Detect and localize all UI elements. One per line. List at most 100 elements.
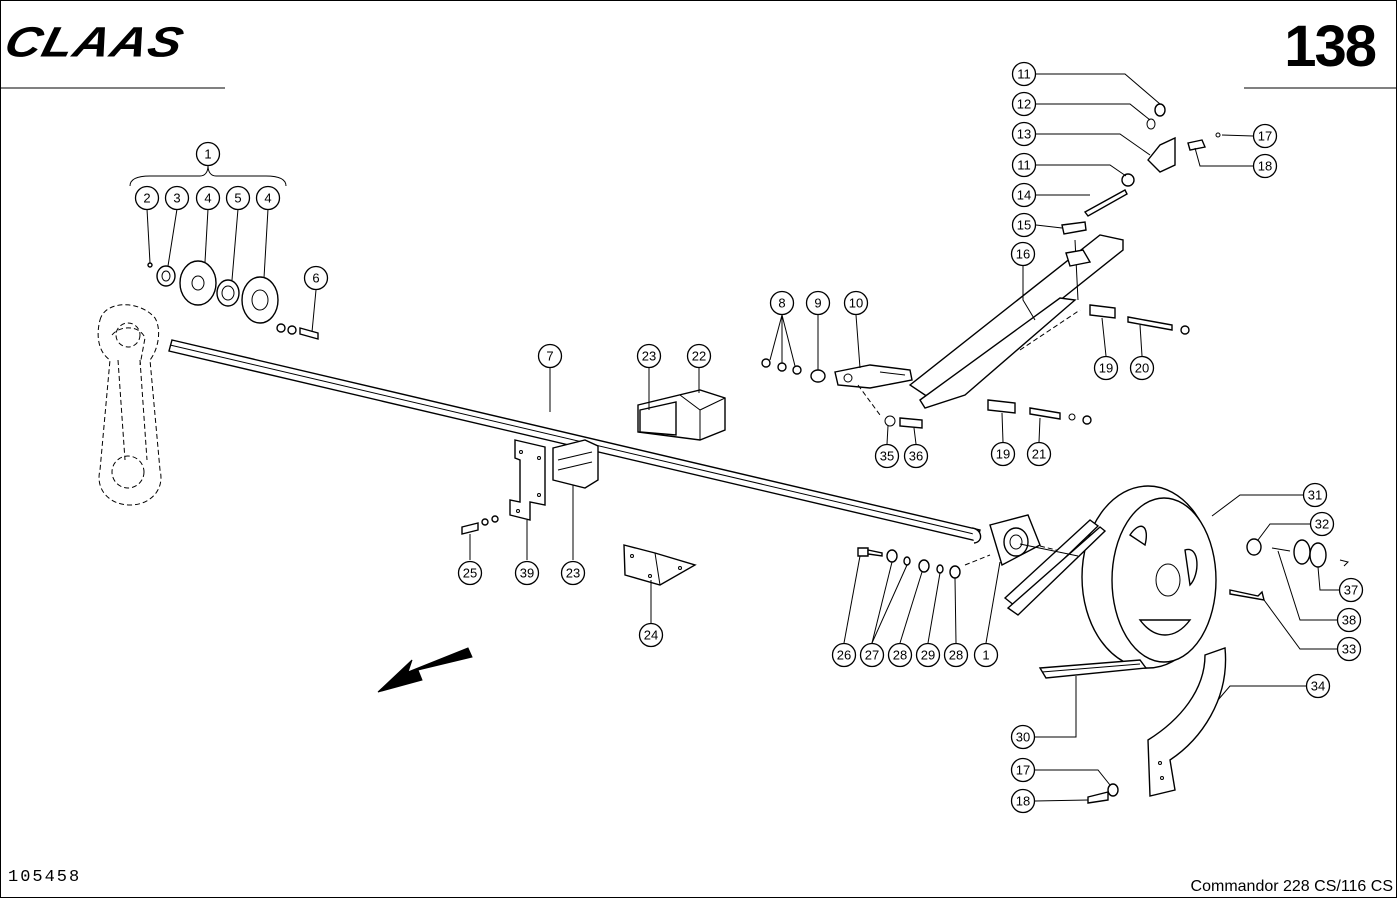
callout-39: 39 (514, 560, 540, 586)
direction-arrow (377, 647, 473, 693)
svg-text:6: 6 (312, 271, 319, 286)
callout-28-b: 28 (943, 642, 969, 668)
callout-24: 24 (638, 622, 664, 648)
callout-23-bottom: 23 (560, 560, 586, 586)
svg-text:26: 26 (837, 648, 851, 663)
svg-text:1: 1 (204, 147, 211, 162)
callout-17-bottom: 17 (1010, 757, 1036, 783)
callout-20: 20 (1129, 355, 1155, 381)
callout-1-bottom: 1 (973, 642, 999, 668)
callout-4-b: 4 (255, 185, 281, 211)
svg-text:17: 17 (1258, 129, 1272, 144)
svg-text:23: 23 (566, 566, 580, 581)
bracket-39 (461, 439, 546, 535)
svg-text:8: 8 (778, 296, 785, 311)
svg-text:13: 13 (1017, 127, 1031, 142)
svg-text:7: 7 (546, 349, 553, 364)
callout-16: 16 (1010, 241, 1036, 267)
callout-13: 13 (1011, 121, 1037, 147)
svg-text:17: 17 (1016, 763, 1030, 778)
callout-12: 12 (1011, 91, 1037, 117)
svg-text:5: 5 (234, 191, 241, 206)
callout-18-bottom: 18 (1010, 788, 1036, 814)
callout-1-top: 1 (195, 141, 221, 167)
callout-9: 9 (805, 290, 831, 316)
svg-text:33: 33 (1342, 642, 1356, 657)
callout-36: 36 (903, 443, 929, 469)
svg-text:9: 9 (814, 296, 821, 311)
svg-text:22: 22 (692, 349, 706, 364)
callout-19-b: 19 (990, 441, 1016, 467)
callout-14: 14 (1011, 182, 1037, 208)
callout-34: 34 (1305, 673, 1331, 699)
callout-38: 38 (1336, 607, 1362, 633)
callout-23-top: 23 (636, 343, 662, 369)
callout-33: 33 (1336, 636, 1362, 662)
svg-text:37: 37 (1344, 583, 1358, 598)
svg-text:28: 28 (949, 648, 963, 663)
callout-7: 7 (537, 343, 563, 369)
drawing-number: 105458 (8, 868, 82, 887)
callout-6: 6 (303, 265, 329, 291)
callout-4-a: 4 (195, 185, 221, 211)
bearing-housing-22-23 (552, 389, 726, 489)
svg-text:38: 38 (1342, 613, 1356, 628)
svg-text:10: 10 (849, 296, 863, 311)
callout-22: 22 (686, 343, 712, 369)
svg-text:30: 30 (1016, 730, 1030, 745)
bearing-kit-left (129, 165, 319, 340)
svg-text:36: 36 (909, 449, 923, 464)
svg-text:35: 35 (880, 449, 894, 464)
callout-27: 27 (859, 642, 885, 668)
page-number: 138 (1284, 14, 1377, 79)
callout-21: 21 (1026, 441, 1052, 467)
svg-text:39: 39 (520, 566, 534, 581)
callout-8: 8 (769, 290, 795, 316)
callout-19-a: 19 (1093, 355, 1119, 381)
main-shaft (168, 339, 982, 544)
fasteners-8-10 (761, 358, 923, 429)
angle-bracket-24 (623, 544, 697, 586)
callout-11-b: 11 (1011, 152, 1037, 178)
callout-37: 37 (1338, 577, 1364, 603)
crank-arm-outline (97, 304, 162, 506)
callout-18-top: 18 (1252, 153, 1278, 179)
callout-15: 15 (1011, 212, 1037, 238)
svg-text:4: 4 (264, 191, 271, 206)
svg-text:28: 28 (893, 648, 907, 663)
fasteners-32-38 (1229, 538, 1349, 601)
callout-10: 10 (843, 290, 869, 316)
svg-text:1: 1 (982, 648, 989, 663)
svg-text:18: 18 (1258, 159, 1272, 174)
svg-text:3: 3 (173, 191, 180, 206)
callout-28-a: 28 (887, 642, 913, 668)
svg-text:19: 19 (1099, 361, 1113, 376)
callout-11-top: 11 (1011, 61, 1037, 87)
svg-text:19: 19 (996, 447, 1010, 462)
support-frame-16 (908, 221, 1124, 409)
callout-25: 25 (457, 560, 483, 586)
callout-26: 26 (831, 642, 857, 668)
svg-text:11: 11 (1017, 67, 1031, 82)
svg-text:34: 34 (1311, 679, 1325, 694)
leader-lines (146, 73, 1340, 802)
svg-text:31: 31 (1308, 488, 1322, 503)
model-name: Commandor 228 CS/116 CS (1190, 878, 1393, 895)
callout-5: 5 (225, 185, 251, 211)
fasteners-11-14 (1083, 103, 1221, 217)
belt-guard-34 (1087, 647, 1227, 804)
svg-text:15: 15 (1017, 218, 1031, 233)
fasteners-26-29 (857, 547, 991, 579)
svg-text:14: 14 (1017, 188, 1031, 203)
callout-32: 32 (1309, 511, 1335, 537)
svg-text:24: 24 (644, 628, 658, 643)
callout-3: 3 (164, 185, 190, 211)
callout-35: 35 (874, 443, 900, 469)
callout-29: 29 (915, 642, 941, 668)
callout-2: 2 (134, 185, 160, 211)
svg-text:32: 32 (1315, 517, 1329, 532)
svg-text:20: 20 (1135, 361, 1149, 376)
svg-text:25: 25 (463, 566, 477, 581)
